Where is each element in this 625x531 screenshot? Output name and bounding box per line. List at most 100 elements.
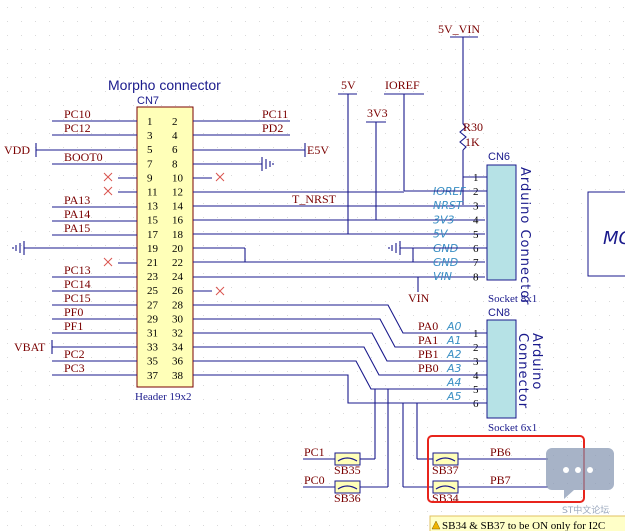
morpho-pin-left: 19 <box>147 243 159 255</box>
morpho-pin-left: 25 <box>147 285 159 297</box>
morpho-left-wires <box>24 120 137 376</box>
morpho-right-wires <box>193 120 485 306</box>
net-pf0: PF0 <box>64 305 83 319</box>
ground-symbol-icon <box>261 157 274 171</box>
cn8-port-label: PA1 <box>418 333 438 347</box>
net-e5v: E5V <box>307 143 329 157</box>
morpho-pin-right: 38 <box>172 370 184 382</box>
net-pd2: PD2 <box>262 121 283 135</box>
net-pc0: PC0 <box>304 473 325 487</box>
morpho-pin-right: 24 <box>172 271 184 283</box>
cn8-signal-label: A2 <box>446 348 462 361</box>
morpho-left-labels: PC10 PC12 VDD BOOT0 PA13 PA14 PA15 PC13 … <box>4 107 103 375</box>
cn6-signal-label: NRST <box>433 199 464 212</box>
solder-bridges: PC1 PC0 SB35 SB36 SB37 SB34 PB6 PB7 <box>303 435 585 505</box>
morpho-pin-right: 8 <box>172 158 178 170</box>
mcu-body <box>587 191 625 277</box>
cn6-signal-label: 3V3 <box>433 213 455 226</box>
morpho-pin-numbers: 1357911131517192123252729313335372468101… <box>147 116 184 382</box>
net-pc1: PC1 <box>304 445 325 459</box>
morpho-pin-left: 31 <box>147 328 158 340</box>
morpho-pin-right: 6 <box>172 144 178 156</box>
cn8-pin-number: 3 <box>473 356 479 368</box>
morpho-pin-right: 22 <box>172 257 183 269</box>
cn6-pin-number: 3 <box>473 200 479 212</box>
morpho-pin-left: 33 <box>147 342 159 354</box>
net-vin: VIN <box>408 291 430 305</box>
morpho-pin-left: 15 <box>147 215 159 227</box>
watermark-text: ST中文论坛 <box>562 504 609 516</box>
ground-symbol-icon <box>12 241 25 255</box>
footnote-text: SB34 & SB37 to be ON only for I2C <box>442 520 605 531</box>
label-sb37: SB37 <box>432 463 459 477</box>
morpho-pin-right: 14 <box>172 201 184 213</box>
resistor-symbol <box>459 123 467 151</box>
morpho-pin-left: 11 <box>147 187 158 199</box>
cn8-pin-number: 5 <box>473 384 479 396</box>
no-connect-icon <box>215 172 225 182</box>
net-t-nrst: T_NRST <box>292 192 337 206</box>
cn6-body <box>486 164 517 281</box>
morpho-pin-right: 32 <box>172 328 183 340</box>
net-pa15: PA15 <box>64 221 90 235</box>
no-connect-icon <box>103 172 113 182</box>
morpho-footprint: Header 19x2 <box>135 391 192 403</box>
net-pa14: PA14 <box>64 207 90 221</box>
net-pc11: PC11 <box>262 107 288 121</box>
cn6-pin-number: 4 <box>473 215 479 227</box>
morpho-pin-right: 28 <box>172 299 184 311</box>
label-sb36: SB36 <box>334 491 361 505</box>
morpho-connector: Morpho connector CN7 1357911131517192123… <box>4 77 485 403</box>
warning-icon <box>431 520 441 530</box>
morpho-ref: CN7 <box>137 95 159 107</box>
cn8-pin-number: 6 <box>473 398 479 410</box>
morpho-pin-left: 35 <box>147 356 159 368</box>
morpho-pin-left: 27 <box>147 299 159 311</box>
morpho-pin-right: 18 <box>172 229 184 241</box>
net-pc13: PC13 <box>64 263 91 277</box>
net-pc15: PC15 <box>64 291 91 305</box>
resistor-value: 1K <box>465 135 480 149</box>
cn8-title-line1: Arduino <box>529 333 544 390</box>
morpho-pin-left: 3 <box>147 130 153 142</box>
cn6-title: Arduino Connector <box>517 167 532 306</box>
morpho-pin-right: 36 <box>172 356 184 368</box>
chat-bubble-icon <box>546 448 614 499</box>
power-rails: 5V_VIN 5V IOREF 3V3 <box>338 22 480 234</box>
morpho-title: Morpho connector <box>108 77 221 93</box>
solder-bridge-sb36: SB36 <box>334 480 361 505</box>
morpho-pin-left: 23 <box>147 271 159 283</box>
morpho-pin-left: 1 <box>147 116 153 128</box>
cn8-body <box>486 319 517 419</box>
cn8-signal-label: A0 <box>446 320 462 333</box>
net-5v-vin: 5V_VIN <box>438 22 480 36</box>
morpho-pin-right: 30 <box>172 313 184 325</box>
net-pc14: PC14 <box>64 277 91 291</box>
net-pc12: PC12 <box>64 121 91 135</box>
cn8-signal-label: A3 <box>446 362 462 375</box>
ground-symbol-icon <box>388 241 401 255</box>
morpho-pin-right: 10 <box>172 172 184 184</box>
cn8-footprint: Socket 6x1 <box>488 422 537 434</box>
morpho-pin-right: 34 <box>172 342 184 354</box>
morpho-pin-left: 17 <box>147 229 159 241</box>
cn8-pin-number: 4 <box>473 370 479 382</box>
no-connect-icon <box>215 286 225 296</box>
cn6-signal-label: 5V <box>433 228 449 241</box>
wire-pa0 <box>233 304 487 334</box>
footnote-box <box>429 515 625 531</box>
cn8-pin-number: 2 <box>473 342 479 354</box>
cn6-pin-number: 6 <box>473 243 479 255</box>
wire-pb0 <box>193 346 487 376</box>
morpho-pin-right: 2 <box>172 116 178 128</box>
footnote: SB34 & SB37 to be ON only for I2C <box>429 515 625 531</box>
morpho-pin-left: 37 <box>147 370 159 382</box>
wire-pb1 <box>193 332 487 362</box>
net-pa13: PA13 <box>64 193 90 207</box>
label-sb35: SB35 <box>334 463 361 477</box>
net-pf1: PF1 <box>64 319 83 333</box>
wire-a4 <box>193 360 487 390</box>
net-5v: 5V <box>341 78 356 92</box>
